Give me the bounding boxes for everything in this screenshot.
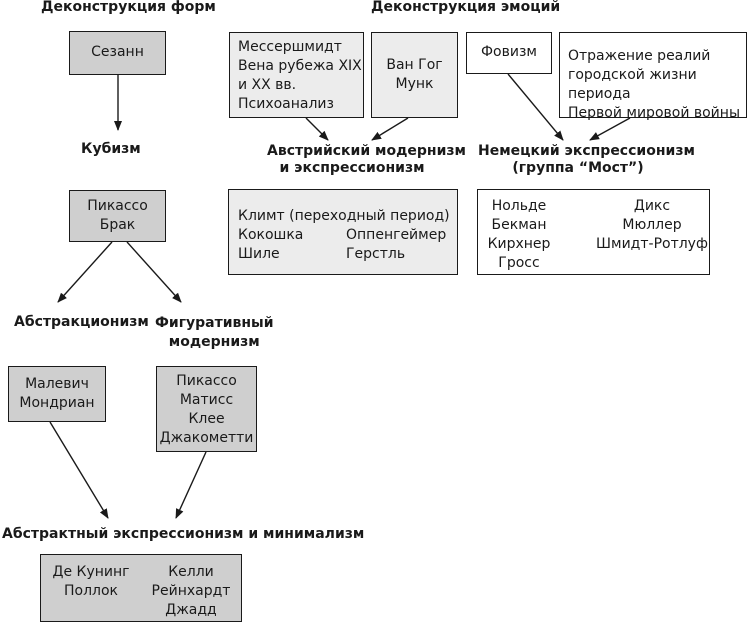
label-schmidt-rottluff: Шмидт-Ротлуф xyxy=(596,236,708,252)
arrow-reflection-to-german xyxy=(589,117,631,141)
arrow-messerschmidt-to-austrian xyxy=(305,117,329,141)
label-picasso: Пикассо xyxy=(87,198,148,214)
arrow-vangogh-to-austrian xyxy=(371,117,409,141)
label-munch: Мунк xyxy=(395,76,434,92)
arrow-fauvism-to-german xyxy=(507,73,564,141)
label-austrian-line2: и экспрессионизм xyxy=(279,160,425,176)
label-figurative-modernism: Фигуративный модернизм xyxy=(155,314,274,352)
label-kokoschka: Кокошка xyxy=(238,227,304,243)
arrow-figurative-to-abstract-expr xyxy=(175,451,207,519)
label-german-expressionism: Немецкий экспрессионизм (группа “Мост”) xyxy=(478,143,695,177)
label-van-gogh: Ван Гог xyxy=(386,57,443,73)
label-vienna: Вена рубежа XIX xyxy=(238,58,362,74)
header-emotions: Деконструкция эмоций xyxy=(371,0,561,15)
label-abstractionism: Абстракционизм xyxy=(14,314,149,330)
label-figurative-line1: Фигуративный xyxy=(155,315,274,331)
label-messerschmidt: Мессершмидт xyxy=(238,39,342,55)
label-german-line2: (группа “Мост”) xyxy=(512,160,644,176)
label-beckmann: Бекман xyxy=(491,217,547,233)
box-cezanne: Сезанн xyxy=(69,31,166,75)
label-reinhardt: Рейнхардт xyxy=(151,583,231,599)
box-messerschmidt: Мессершмидт Вена рубежа XIX и XX вв. Пси… xyxy=(229,32,364,118)
label-reflection-3: Первой мировой войны xyxy=(568,105,740,121)
box-malevich-mondrian: Малевич Мондриан xyxy=(8,366,106,422)
box-vangogh-munch: Ван Гог Мунк xyxy=(371,32,458,118)
label-austrian-line1: Австрийский модернизм xyxy=(267,143,466,159)
label-giacometti: Джакометти xyxy=(159,430,254,446)
german-artists-col1: Нольде Бекман Кирхнер Гросс xyxy=(482,197,556,273)
label-fauvism: Фовизм xyxy=(481,44,537,60)
label-braque: Брак xyxy=(99,217,136,233)
label-austrian-modernism: Австрийский модернизм и экспрессионизм xyxy=(267,143,466,177)
label-klimt: Климт (переходный период) xyxy=(238,208,450,224)
label-kirchner: Кирхнер xyxy=(487,236,551,252)
arrow-malevich-to-abstract-expr xyxy=(49,421,109,519)
label-malevich: Малевич xyxy=(25,376,89,392)
label-oppenheimer: Оппенгеймер xyxy=(346,227,447,243)
label-mondrian: Мондриан xyxy=(19,395,95,411)
label-xx-century: и XX вв. xyxy=(238,77,297,93)
box-picasso-braque: Пикассо Брак xyxy=(69,190,166,242)
box-figurative-artists: Пикассо Матисс Клее Джакометти xyxy=(156,366,257,452)
box-abstract-artists: Де Кунинг Поллок Келли Рейнхардт Джадд xyxy=(40,554,242,622)
label-schiele: Шиле xyxy=(238,246,280,262)
label-grosz: Гросс xyxy=(498,255,540,271)
label-figurative-line2: модернизм xyxy=(168,334,260,350)
label-gerstl: Герстль xyxy=(346,246,406,262)
box-reflection: Отражение реалий городской жизни периода… xyxy=(559,32,747,121)
label-abstract-expressionism: Абстрактный экспрессионизм и минимализм xyxy=(2,526,365,542)
label-reflection-1: Отражение реалий xyxy=(568,48,711,64)
label-matisse: Матисс xyxy=(179,392,234,408)
box-german-artists: Нольде Бекман Кирхнер Гросс Дикс Мюллер … xyxy=(477,189,710,275)
arrow-picasso-to-figurative xyxy=(126,241,182,303)
label-muller: Мюллер xyxy=(622,217,682,233)
box-fauvism: Фовизм xyxy=(466,32,552,74)
german-artists-col2: Дикс Мюллер Шмидт-Ротлуф xyxy=(596,197,708,254)
label-pollock: Поллок xyxy=(63,583,118,599)
label-cubism: Кубизм xyxy=(81,141,141,157)
label-dix: Дикс xyxy=(633,198,671,214)
box-austrian-artists: Климт (переходный период) Кокошка Шиле О… xyxy=(228,189,458,275)
header-forms: Деконструкция форм xyxy=(41,0,216,15)
label-cezanne: Сезанн xyxy=(91,44,144,60)
label-klee: Клее xyxy=(188,411,225,427)
label-kelly: Келли xyxy=(168,564,214,580)
label-reflection-2: городской жизни периода xyxy=(568,67,697,102)
label-picasso-2: Пикассо xyxy=(176,373,237,389)
abstract-artists-col2: Келли Рейнхардт Джадд xyxy=(145,563,237,620)
label-psychoanalysis: Психоанализ xyxy=(238,96,334,112)
abstract-artists-col1: Де Кунинг Поллок xyxy=(51,563,131,601)
arrow-picasso-to-abstractionism xyxy=(57,241,113,303)
label-german-line1: Немецкий экспрессионизм xyxy=(478,143,695,159)
label-de-kooning: Де Кунинг xyxy=(52,564,130,580)
label-nolde: Нольде xyxy=(491,198,547,214)
label-judd: Джадд xyxy=(165,602,217,618)
